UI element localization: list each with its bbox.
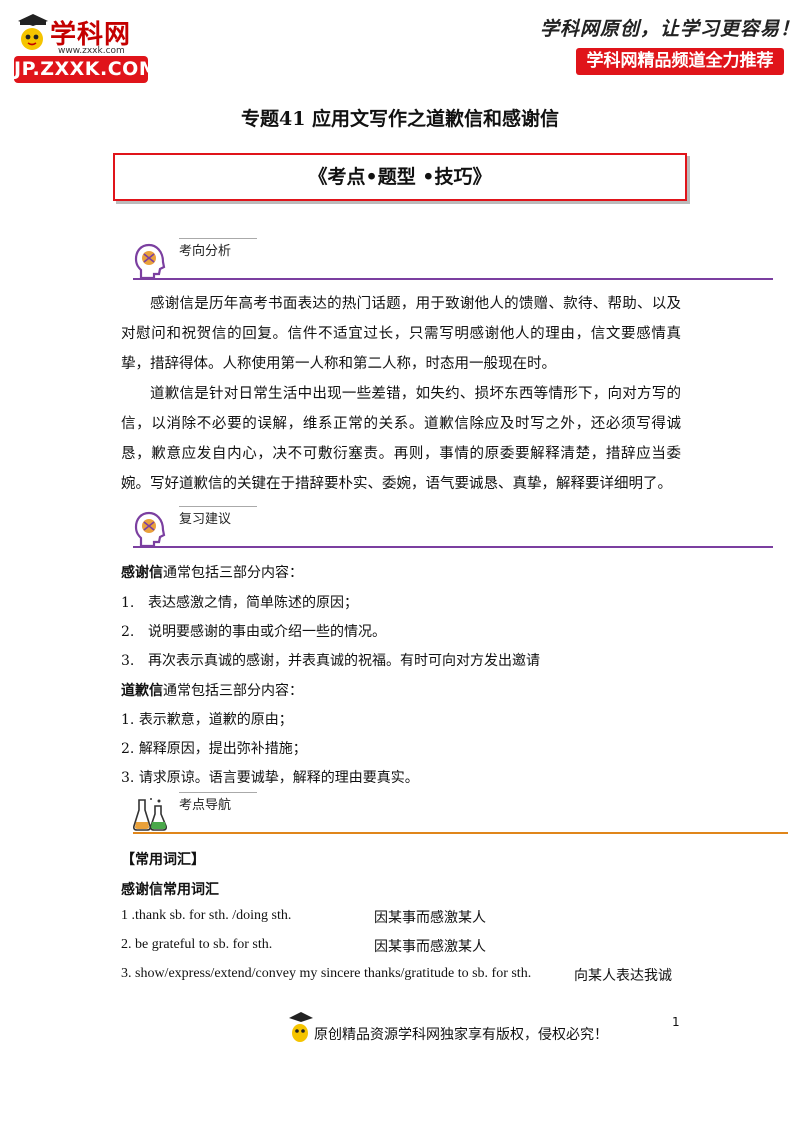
thanks-heading-bold: 感谢信 — [121, 565, 163, 581]
logo-domain-badge: JP.ZXXK.COM — [14, 56, 158, 83]
vocab-row: 1 .thank sb. for sth. /doing sth. — [121, 907, 291, 924]
list-number: 2. — [121, 624, 135, 640]
flask-icon — [133, 798, 167, 831]
site-logo[interactable]: 学科网 www.zxxk.com JP.ZXXK.COM — [14, 12, 158, 83]
section-divider — [133, 546, 773, 548]
section-label: 复习建议 — [179, 512, 232, 527]
topic-banner: 《考点•题型 •技巧》 — [113, 153, 687, 201]
section-label: 考点导航 — [179, 798, 232, 813]
apology-heading: 道歉信通常包括三部分内容： — [121, 680, 303, 700]
list-item: 1. 表达感激之情，简单陈述的原因； — [121, 592, 358, 612]
head-brain-icon — [134, 511, 166, 548]
list-number: 1. — [121, 712, 135, 728]
list-item: 2. 解释原因，提出弥补措施； — [121, 738, 307, 758]
list-text: 请求原谅。语言要诚挚，解释的理由要真实。 — [138, 770, 419, 786]
vocab-bracket-title: 【常用词汇】 — [121, 852, 205, 868]
analysis-text: 感谢信是历年高考书面表达的热门话题，用于致谢他人的馈赠、款待、帮助、以及对慰问和… — [121, 289, 681, 499]
section-header-navigation: 考点导航 — [133, 792, 788, 836]
thanks-heading-rest: 通常包括三部分内容： — [163, 565, 303, 581]
section-divider — [133, 832, 788, 834]
list-text: 表达感激之情，简单陈述的原因； — [148, 595, 358, 611]
mascot-icon — [289, 1012, 313, 1042]
thanks-heading: 感谢信通常包括三部分内容： — [121, 562, 303, 582]
vocab-row: 3. show/express/extend/convey my sincere… — [121, 965, 531, 982]
topic-banner-text: 《考点•题型 •技巧》 — [308, 166, 492, 188]
document-title: 专题41 应用文写作之道歉信和感谢信 — [240, 108, 560, 130]
logo-url: www.zxxk.com — [58, 46, 125, 56]
page-number: 1 — [672, 1015, 680, 1029]
list-text: 再次表示真诚的感谢，并表真诚的祝福。有时可向对方发出邀请 — [148, 653, 540, 669]
list-text: 表示歉意，道歉的原由； — [138, 712, 293, 728]
list-text: 解释原因，提出弥补措施； — [138, 741, 307, 757]
paragraph-thanks: 感谢信是历年高考书面表达的热门话题，用于致谢他人的馈赠、款待、帮助、以及对慰问和… — [121, 296, 681, 372]
mascot-icon — [18, 14, 48, 50]
vocab-english: 1 .thank sb. for sth. /doing sth. — [121, 908, 292, 923]
list-item: 1. 表示歉意，道歉的原由； — [121, 709, 293, 729]
list-number: 2. — [121, 741, 135, 757]
vocab-row: 2. be grateful to sb. for sth. — [121, 936, 272, 953]
vocab-english: 2. be grateful to sb. for sth. — [121, 937, 273, 952]
section-header-review: 复习建议 — [133, 506, 773, 550]
apology-heading-rest: 通常包括三部分内容： — [163, 683, 303, 699]
section-label: 考向分析 — [179, 244, 232, 259]
apology-heading-bold: 道歉信 — [121, 683, 163, 699]
list-item: 3. 请求原谅。语言要诚挚，解释的理由要真实。 — [121, 767, 419, 787]
vocab-chinese: 因某事而感激某人 — [374, 939, 486, 955]
paragraph-apology: 道歉信是针对日常生活中出现一些差错，如失约、损坏东西等情形下，向对方写的信，以消… — [121, 386, 681, 492]
list-number: 1. — [121, 595, 135, 611]
copyright-notice: 原创精品资源学科网独家享有版权，侵权必究！ — [314, 1027, 608, 1043]
vocab-english: 3. show/express/extend/convey my sincere… — [121, 966, 532, 981]
list-number: 3. — [121, 770, 135, 786]
vocab-subtitle: 感谢信常用词汇 — [121, 882, 219, 898]
slogan: 学科网原创，让学习更容易！ — [540, 18, 800, 40]
head-brain-icon — [134, 243, 166, 280]
list-item: 3. 再次表示真诚的感谢，并表真诚的祝福。有时可向对方发出邀请 — [121, 650, 540, 670]
list-number: 3. — [121, 653, 135, 669]
section-divider — [133, 278, 773, 280]
section-header-analysis: 考向分析 — [133, 238, 773, 282]
list-item: 2. 说明要感谢的事由或介绍一些的情况。 — [121, 621, 386, 641]
vocab-chinese: 向某人表达我诚 — [574, 968, 672, 984]
logo-name: 学科网 — [50, 20, 132, 50]
list-text: 说明要感谢的事由或介绍一些的情况。 — [148, 624, 386, 640]
channel-badge: 学科网精品频道全力推荐 — [576, 48, 784, 75]
vocab-chinese: 因某事而感激某人 — [374, 910, 486, 926]
